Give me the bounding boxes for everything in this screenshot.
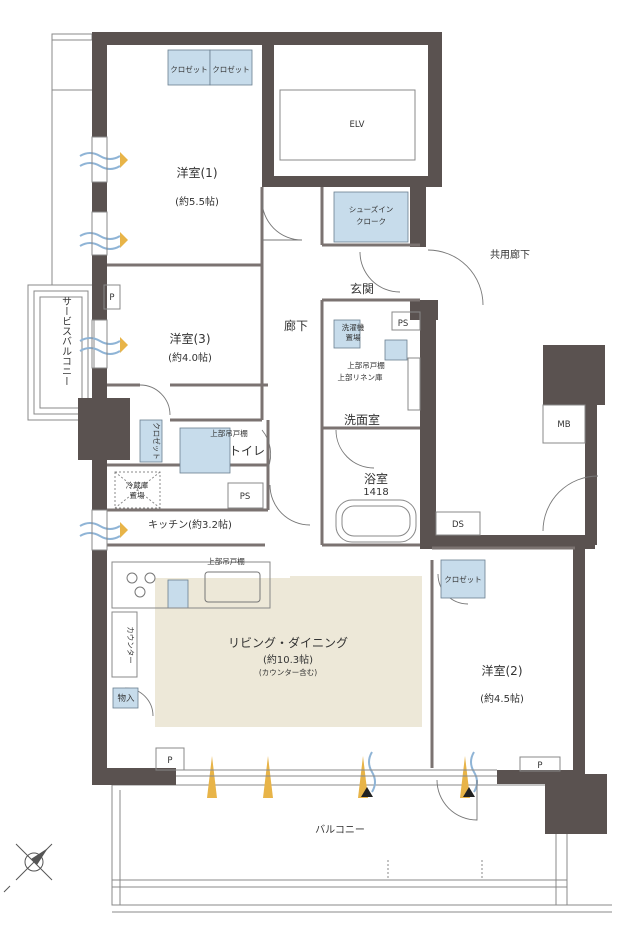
- sink-fixture: [384, 339, 408, 361]
- room-label-kitchen: キッチン(約3.2帖): [148, 518, 232, 531]
- svg-text:シューズイン: シューズイン: [349, 204, 394, 214]
- svg-text:P: P: [167, 756, 172, 766]
- wash-upper-cabinet-label: 上部吊戸棚: [347, 360, 385, 370]
- shoe-in-closet: シューズイン クローク: [333, 191, 409, 243]
- svg-text:(約5.5帖): (約5.5帖): [175, 195, 219, 208]
- closet-room3: クロゼット: [139, 419, 163, 463]
- duct-space: DS: [435, 511, 481, 536]
- room-label-western-3: 洋室(3) (約4.0帖): [168, 331, 212, 364]
- ps-label-toilet: PS: [240, 492, 251, 502]
- room-label-hallway: 廊下: [284, 318, 308, 333]
- svg-text:クロゼット: クロゼット: [152, 422, 162, 460]
- room-label-washroom: 洗面室: [344, 412, 380, 427]
- svg-text:P: P: [109, 293, 114, 303]
- svg-text:洋室(1): 洋室(1): [177, 165, 218, 180]
- svg-text:カウンター: カウンター: [126, 626, 135, 664]
- svg-text:DS: DS: [452, 520, 464, 530]
- closet-room2: クロゼット: [440, 559, 486, 599]
- closet-room1: クロゼット クロゼット: [167, 49, 253, 86]
- room-label-living: リビング・ダイニング (約10.3帖) (カウンター含む): [228, 635, 348, 677]
- svg-text:P: P: [537, 761, 542, 771]
- airflow-markers: [79, 152, 478, 798]
- toilet-upper-cabinet-label: 上部吊戸棚: [210, 428, 248, 438]
- compass-icon: [3, 843, 53, 893]
- service-balcony: [27, 284, 95, 421]
- room-label-bathroom: 浴室 1418: [363, 471, 388, 498]
- room-label-service-balcony: サービスバルコニー: [60, 296, 72, 386]
- interior-walls: [107, 187, 575, 768]
- kitchen-fixture: [167, 579, 189, 609]
- room-label-balcony: バルコニー: [315, 824, 365, 836]
- svg-text:クロゼット: クロゼット: [212, 64, 250, 74]
- room-label-common-corridor: 共用廊下: [490, 248, 530, 261]
- svg-text:クローク: クローク: [356, 217, 386, 226]
- room-label-toilet: トイレ: [229, 444, 265, 458]
- fridge-space: 冷蔵庫 置場: [114, 471, 161, 509]
- pipe-spaces: P P P: [103, 284, 561, 772]
- living-area-fill: [155, 576, 422, 727]
- svg-text:(約4.5帖): (約4.5帖): [480, 692, 524, 705]
- meter-box: MB: [542, 404, 586, 444]
- svg-text:置場: 置場: [130, 490, 145, 500]
- svg-text:(約4.0帖): (約4.0帖): [168, 351, 212, 364]
- ps-label-wash: PS: [398, 319, 409, 329]
- washer-label: 洗濯機: [342, 322, 365, 332]
- svg-text:浴室: 浴室: [364, 471, 388, 486]
- svg-text:クロゼット: クロゼット: [444, 574, 482, 584]
- svg-text:(カウンター含む): (カウンター含む): [259, 667, 317, 677]
- svg-text:1418: 1418: [363, 487, 388, 498]
- room-label-entrance: 玄関: [350, 281, 374, 296]
- svg-text:洋室(2): 洋室(2): [482, 663, 523, 678]
- kitchen-counter: カウンター: [111, 561, 271, 678]
- toilet-fixture: [179, 427, 231, 474]
- svg-text:リビング・ダイニング: リビング・ダイニング: [228, 635, 348, 650]
- svg-text:MB: MB: [557, 420, 570, 430]
- upper-linen-label: 上部リネン庫: [338, 372, 383, 382]
- room-label-western-1: 洋室(1) (約5.5帖): [175, 165, 219, 208]
- balcony: [111, 784, 612, 913]
- svg-text:冷蔵庫: 冷蔵庫: [126, 480, 149, 490]
- storage: 物入: [112, 687, 139, 709]
- elevator: ELV: [279, 89, 416, 161]
- svg-text:物入: 物入: [117, 693, 135, 704]
- room-label-western-2: 洋室(2) (約4.5帖): [480, 663, 524, 705]
- svg-text:クロゼット: クロゼット: [170, 64, 208, 74]
- bathtub: [335, 499, 417, 543]
- svg-text:(約10.3帖): (約10.3帖): [263, 653, 313, 666]
- exterior-walls: [78, 32, 607, 834]
- kitchen-upper-cabinet-label: 上部吊戸棚: [207, 556, 245, 566]
- washer-pan: [333, 319, 361, 349]
- svg-text:置場: 置場: [346, 332, 361, 342]
- svg-text:洋室(3): 洋室(3): [170, 331, 211, 346]
- svg-text:ELV: ELV: [350, 120, 365, 130]
